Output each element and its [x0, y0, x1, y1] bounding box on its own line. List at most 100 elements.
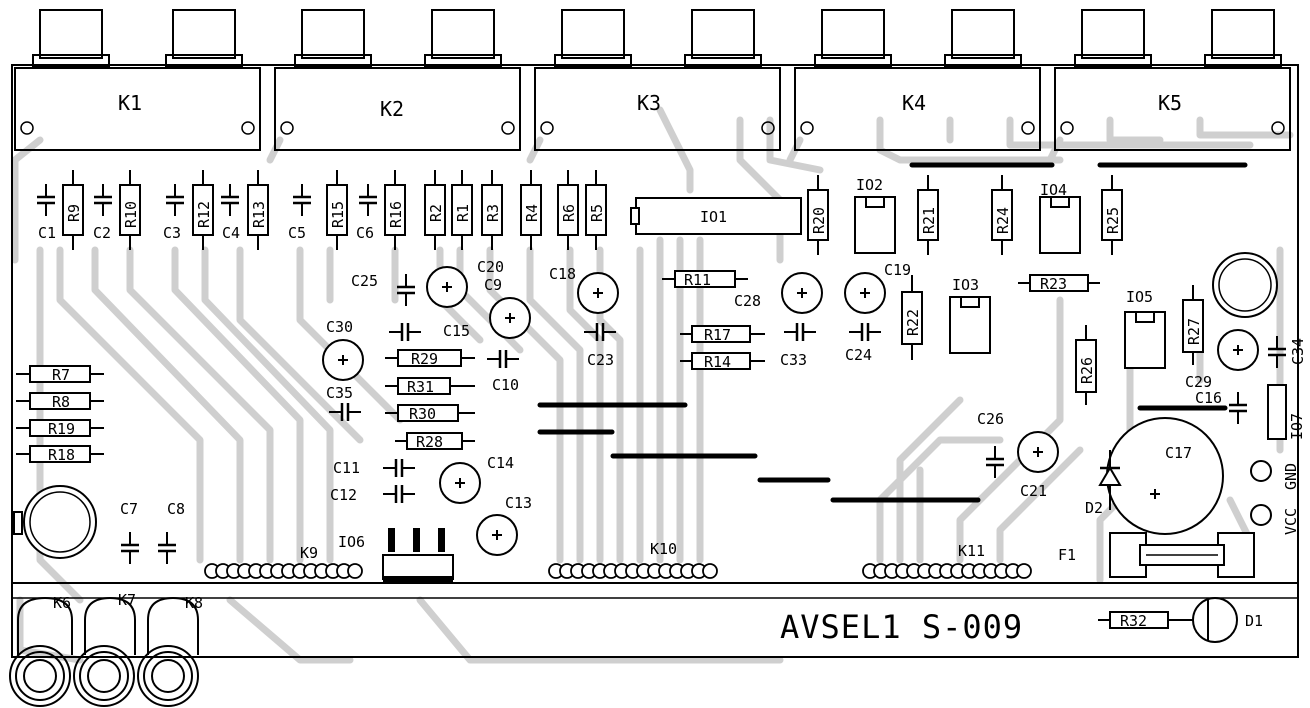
header-k11: K11: [862, 542, 1032, 579]
svg-text:C24: C24: [845, 346, 872, 364]
header-pin: [1016, 563, 1032, 579]
cap-c15: C15: [387, 321, 470, 343]
svg-text:R22: R22: [904, 309, 922, 336]
cap-c25: C25: [351, 272, 417, 308]
svg-text:C5: C5: [288, 224, 306, 242]
cap-c4: C4: [219, 182, 241, 242]
resistor-r21: R21: [917, 175, 939, 255]
ic-io5: IO5: [1124, 288, 1166, 369]
svg-text:GND: GND: [1282, 463, 1300, 490]
svg-text:R15: R15: [329, 201, 347, 228]
svg-text:R25: R25: [1104, 207, 1122, 234]
elco-c9: C9: [484, 276, 531, 339]
svg-text:R2: R2: [427, 204, 445, 222]
resistors-vertical: R9 R10 R12 R13 R15 R16 R2 R1 R3 R4 R6 R5…: [62, 170, 1204, 405]
ic-io3: IO3: [949, 276, 991, 354]
mounting-hole-left: [13, 485, 97, 559]
svg-text:C19: C19: [884, 261, 911, 279]
header-k9: K9: [204, 544, 363, 579]
resistor-r6: R6: [557, 170, 579, 250]
svg-text:C17: C17: [1165, 444, 1192, 462]
resistor-r18: R18: [16, 445, 104, 464]
jumper-wires: [537, 162, 1248, 503]
resistor-r25: R25: [1101, 175, 1123, 255]
svg-text:D1: D1: [1245, 612, 1263, 630]
svg-text:C30: C30: [326, 318, 353, 336]
elco-c20: [426, 266, 468, 308]
elco-c29: C29: [1185, 329, 1259, 391]
cap-c2: C2: [92, 182, 114, 242]
svg-text:R23: R23: [1040, 275, 1067, 293]
elco-c14: C14: [439, 454, 514, 504]
fuse-f1: F1: [1058, 532, 1255, 578]
diode-d2: D2: [1085, 450, 1122, 517]
switch-k3: K3: [534, 9, 781, 151]
elco-c13: C13: [476, 494, 532, 556]
power-pads: GND VCC: [1250, 460, 1300, 535]
svg-text:R3: R3: [484, 204, 502, 222]
svg-text:C29: C29: [1185, 373, 1212, 391]
resistor-r15: R15: [326, 170, 348, 250]
resistor-r13: R13: [247, 170, 269, 250]
switch-k4: K4: [794, 9, 1041, 151]
cap-c35: C35: [326, 384, 363, 423]
resistor-r16: R16: [384, 170, 406, 250]
svg-text:C13: C13: [505, 494, 532, 512]
svg-text:C11: C11: [333, 459, 360, 477]
cap-c1: C1: [35, 182, 57, 242]
svg-text:C35: C35: [326, 384, 353, 402]
resistor-r24: R24: [991, 175, 1013, 255]
svg-text:IO1: IO1: [700, 208, 727, 226]
resistor-r9: R9: [62, 170, 84, 250]
header-pin: [347, 563, 363, 579]
resistor-r19: R19: [16, 419, 104, 438]
svg-text:R31: R31: [407, 378, 434, 396]
resistor-r22: R22: [901, 275, 923, 360]
svg-text:R27: R27: [1185, 318, 1203, 345]
svg-text:C2: C2: [93, 224, 111, 242]
resistor-r8: R8: [16, 392, 104, 411]
svg-text:IO2: IO2: [856, 176, 883, 194]
switch-k2-label: K2: [380, 97, 404, 121]
switch-k3-label: K3: [637, 91, 661, 115]
ic-io1: IO1: [630, 197, 802, 235]
elco-c28: C28: [734, 272, 823, 314]
elco-c26-label: C26: [977, 410, 1006, 480]
svg-text:C23: C23: [587, 351, 614, 369]
svg-text:R18: R18: [48, 446, 75, 464]
resistor-r4: R4: [520, 170, 542, 250]
svg-text:C26: C26: [977, 410, 1004, 428]
svg-text:K10: K10: [650, 540, 677, 558]
resistor-r26: R26: [1075, 325, 1097, 405]
svg-text:R10: R10: [122, 201, 140, 228]
svg-text:K11: K11: [958, 542, 985, 560]
svg-text:R26: R26: [1078, 357, 1096, 384]
svg-text:R29: R29: [411, 350, 438, 368]
cap-c6: C6: [356, 182, 379, 242]
svg-text:R8: R8: [52, 393, 70, 411]
svg-text:C1: C1: [38, 224, 56, 242]
cap-c33: C33: [780, 321, 818, 369]
svg-text:C15: C15: [443, 322, 470, 340]
ic-io6: IO6: [338, 528, 454, 582]
resistor-r5: R5: [585, 170, 607, 250]
svg-text:F1: F1: [1058, 546, 1076, 564]
svg-text:IO4: IO4: [1040, 181, 1067, 199]
svg-text:C12: C12: [330, 486, 357, 504]
svg-text:C3: C3: [163, 224, 181, 242]
cap-c16: C16: [1195, 389, 1249, 426]
jack-k7: K7: [73, 591, 136, 707]
svg-text:R16: R16: [387, 201, 405, 228]
resistor-r12: R12: [192, 170, 214, 250]
svg-text:R21: R21: [920, 207, 938, 234]
resistor-r7: R7: [16, 365, 104, 384]
svg-text:C34: C34: [1289, 338, 1307, 365]
svg-text:C9: C9: [484, 276, 502, 294]
svg-text:C21: C21: [1020, 482, 1047, 500]
elco-c30: C30: [322, 318, 364, 381]
svg-text:C25: C25: [351, 272, 378, 290]
resistor-r17: R17: [680, 325, 765, 344]
cap-c20-label: C20: [477, 258, 504, 276]
resistor-r14: R14: [680, 352, 765, 371]
resistor-r1: R1: [451, 170, 473, 250]
